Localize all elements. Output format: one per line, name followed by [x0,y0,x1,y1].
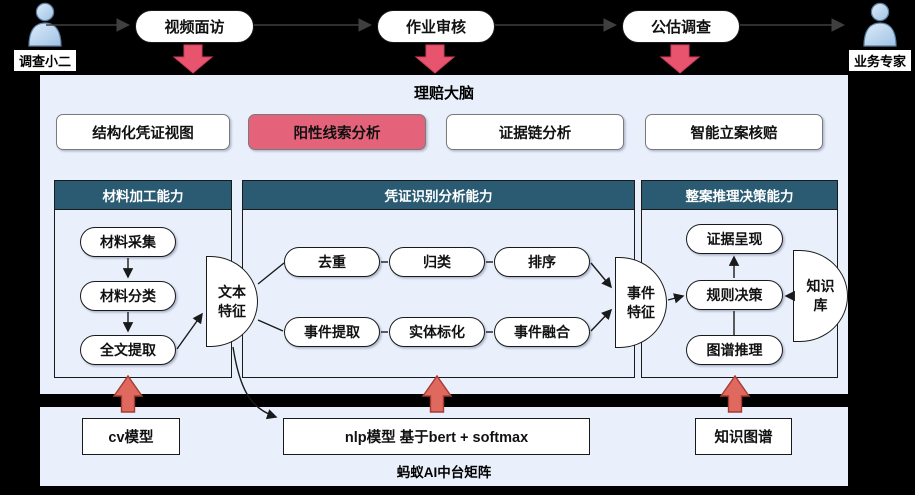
capbox-positive-clue-analysis: 阳性线索分析 [248,114,426,150]
node-event-fusion: 事件融合 [494,317,590,347]
down-arrow-icon [172,44,701,74]
capbox-smart-case-adjudication: 智能立案核赔 [645,114,823,150]
node-sort: 排序 [494,247,590,277]
node-dedup: 去重 [284,247,380,277]
actor-investigator: 调查小二 [2,2,88,71]
text-feature-label: 文本特征 [218,283,246,319]
node-evidence-presentation: 证据呈现 [686,224,783,254]
flow-pill-video-interview: 视频面访 [135,10,254,43]
node-text-feature: 文本特征 [206,256,258,347]
actor-label-business-expert: 业务专家 [848,50,911,71]
actor-business-expert: 业务专家 [847,2,913,71]
box-cv-model: cv模型 [82,418,180,455]
box-knowledge-graph: 知识图谱 [695,418,792,455]
capbox-evidence-chain-analysis: 证据链分析 [446,114,624,150]
person-icon [28,2,62,47]
flow-pill-job-review: 作业审核 [377,10,495,43]
node-fulltext-extraction: 全文提取 [80,335,176,365]
platform-caption: 蚂蚁AI中台矩阵 [396,465,492,480]
node-material-collection: 材料采集 [80,227,176,257]
panel-title: 理赔大脑 [413,85,474,102]
flow-pill-public-assessment: 公估调查 [622,10,740,43]
knowledge-base-label: 知识库 [806,278,835,313]
node-entity-normalization: 实体标化 [389,317,485,347]
node-event-extraction: 事件提取 [284,317,380,347]
material-panel-header: 材料加工能力 [55,181,231,210]
node-rule-decision: 规则决策 [686,280,783,310]
person-icon [863,2,897,47]
event-feature-label: 事件特征 [627,284,655,320]
actor-label-investigator: 调查小二 [13,50,76,71]
voucher-panel-header: 凭证识别分析能力 [243,181,634,210]
material-processing-panel: 材料加工能力 [54,180,232,378]
decision-panel-header: 整案推理决策能力 [642,181,837,210]
node-categorize: 归类 [389,247,485,277]
node-graph-reasoning: 图谱推理 [686,335,783,365]
node-material-classification: 材料分类 [80,281,176,311]
capbox-structured-voucher-view: 结构化凭证视图 [56,114,230,150]
voucher-recognition-panel: 凭证识别分析能力 [242,180,635,378]
box-nlp-model: nlp模型 基于bert + softmax [283,418,590,455]
